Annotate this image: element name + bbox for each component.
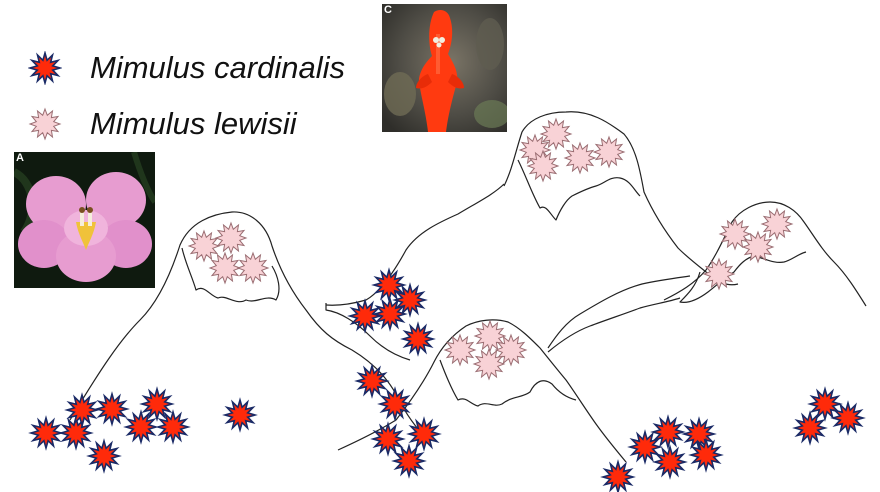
lewisii-marker [474, 349, 504, 379]
cardinalis-marker [810, 389, 840, 419]
pink-flower-photo: A [14, 152, 155, 288]
legend-item-cardinalis: Mimulus cardinalis [28, 48, 345, 88]
cardinalis-marker [97, 394, 127, 424]
ridge-long-right [548, 298, 680, 352]
cardinalis-marker [158, 412, 188, 442]
cardinalis-marker [142, 389, 172, 419]
red-flower-illustration [382, 4, 507, 132]
cardinalis-marker [67, 395, 97, 425]
lewisii-marker [216, 223, 246, 253]
cardinalis-marker [653, 417, 683, 447]
lewisii-marker [762, 209, 792, 239]
cardinalis-marker [225, 400, 255, 430]
lewisii-marker [565, 143, 595, 173]
cardinalis-marker [373, 424, 403, 454]
lewisii-marker [496, 335, 526, 365]
red-star-icon [28, 51, 62, 85]
lewisii-marker [720, 219, 750, 249]
cardinalis-marker [603, 462, 633, 492]
cardinalis-marker [630, 432, 660, 462]
cardinalis-marker [655, 447, 685, 477]
legend-label-cardinalis: Mimulus cardinalis [90, 50, 345, 86]
ridge-saddle [326, 184, 504, 305]
cardinalis-marker [357, 366, 387, 396]
red-flower-photo: C [382, 4, 507, 132]
photo-tag-a: A [16, 152, 24, 164]
mountain-outlines [70, 112, 866, 462]
cardinalis-marker [89, 441, 119, 471]
cardinalis-marker [126, 412, 156, 442]
legend-item-lewisii: Mimulus lewisii [28, 104, 297, 144]
cardinalis-marker [380, 389, 410, 419]
cardinalis-marker [31, 418, 61, 448]
lewisii-marker [238, 253, 268, 283]
cardinalis-marker [403, 324, 433, 354]
cardinalis-marker [394, 446, 424, 476]
cardinalis-marker [691, 440, 721, 470]
mimulus-lewisii-markers [189, 119, 792, 379]
lewisii-marker [189, 231, 219, 261]
lewisii-marker [743, 232, 773, 262]
ridge-low-right [548, 276, 690, 348]
photo-tag-c: C [384, 4, 392, 16]
legend-label-lewisii: Mimulus lewisii [90, 106, 297, 142]
cardinalis-marker [795, 413, 825, 443]
cardinalis-marker [833, 403, 863, 433]
lewisii-marker [210, 253, 240, 283]
lewisii-marker [594, 137, 624, 167]
pink-flower-illustration [14, 152, 155, 288]
mimulus-cardinalis-markers [31, 270, 863, 492]
mountain-peak-center [504, 112, 738, 285]
lewisii-marker [475, 321, 505, 351]
pink-star-icon [28, 107, 62, 141]
